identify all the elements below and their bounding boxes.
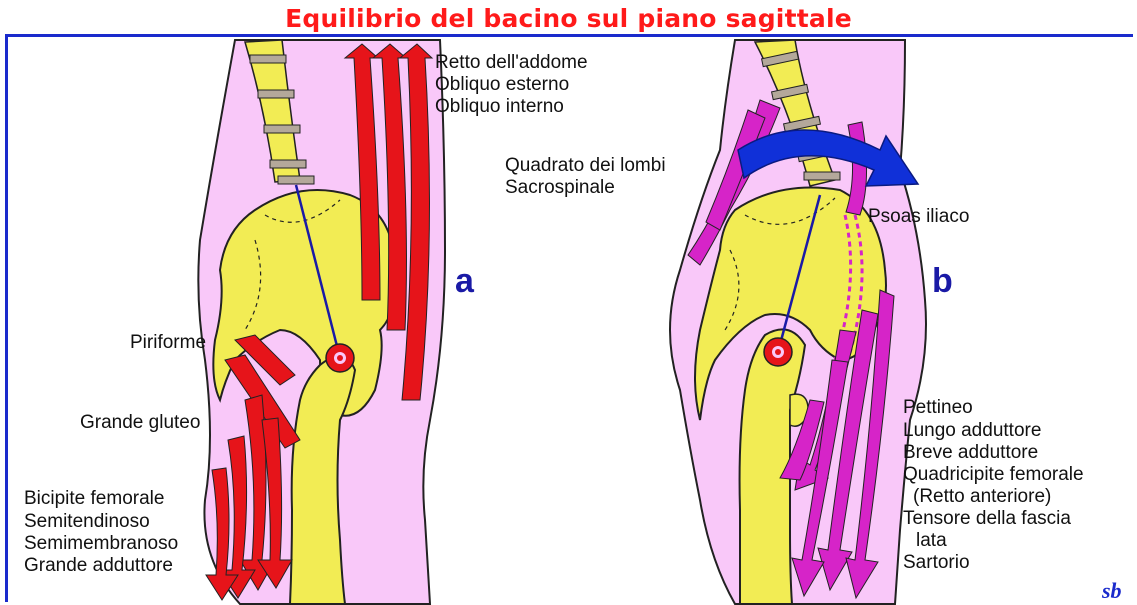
label-semimembranoso: Semimembranoso xyxy=(24,533,178,554)
label-sacrospinale: Sacrospinale xyxy=(505,177,615,198)
panel-b: b Quadrato dei lombi Sacrospinale Psoas … xyxy=(505,40,1084,604)
panel-letter-b: b xyxy=(932,262,953,300)
label-quadrato-lombi: Quadrato dei lombi xyxy=(505,155,666,176)
label-retto-addome: Retto dell'addome xyxy=(435,52,588,73)
panel-letter-a: a xyxy=(455,262,475,300)
label-piriforme: Piriforme xyxy=(130,332,206,353)
label-psoas-iliaco: Psoas iliaco xyxy=(868,206,969,227)
label-tensore-fascia: Tensore della fascia xyxy=(903,508,1071,529)
panel-a: a Retto dell'addome Obliquo esterno Obli… xyxy=(24,40,588,604)
label-quadricipite-femorale: Quadricipite femorale xyxy=(903,464,1084,485)
label-sartorio: Sartorio xyxy=(903,552,970,573)
label-breve-adduttore: Breve adduttore xyxy=(903,442,1038,463)
author-signature: sb xyxy=(1101,578,1122,603)
label-obliquo-esterno: Obliquo esterno xyxy=(435,74,569,95)
label-bicipite-femorale: Bicipite femorale xyxy=(24,488,164,509)
label-lata: lata xyxy=(916,530,947,551)
hip-joint-icon xyxy=(764,338,792,366)
hip-joint-icon xyxy=(326,344,354,372)
label-semitendinoso: Semitendinoso xyxy=(24,511,150,532)
label-grande-gluteo: Grande gluteo xyxy=(80,412,200,433)
label-grande-adduttore: Grande adduttore xyxy=(24,555,173,576)
label-pettineo: Pettineo xyxy=(903,397,973,418)
label-retto-anteriore: (Retto anteriore) xyxy=(913,486,1051,507)
label-lungo-adduttore: Lungo adduttore xyxy=(903,420,1041,441)
label-obliquo-interno: Obliquo interno xyxy=(435,96,564,117)
